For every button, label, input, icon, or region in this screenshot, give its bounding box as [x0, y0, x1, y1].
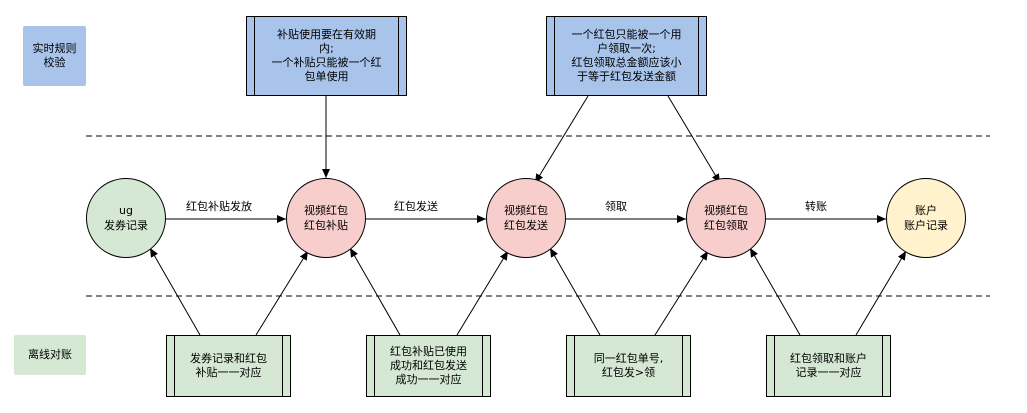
check-box-receive-account: 红包领取和账户 记录一一对应	[766, 335, 891, 397]
check-arrow-3a	[549, 247, 601, 336]
node-red-packet-receive: 视频红包 红包领取	[686, 178, 766, 258]
side-label-realtime: 实时规则 校验	[23, 26, 86, 86]
node-ug-coupon-record: ug 发券记录	[86, 178, 166, 258]
check-arrow-2a	[349, 247, 401, 336]
check-arrow-1b	[255, 250, 309, 336]
check-box-coupon-subsidy: 发券记录和红包 补贴一一对应	[166, 335, 291, 397]
side-label-offline: 离线对账	[14, 335, 86, 375]
rule-arrow-2b	[667, 95, 721, 184]
rule-box-receive: 一个红包只能被一个用 户领取一次; 红包领取总金额应该小 于等于红包发送金额	[546, 16, 707, 96]
rule-box-subsidy: 补贴使用要在有效期 内; 一个补贴只能被一个红 包单使用	[246, 16, 407, 96]
check-arrow-4b	[855, 250, 907, 336]
edge-label-transfer: 转账	[803, 200, 829, 214]
check-arrow-1a	[149, 247, 201, 336]
check-arrow-2b	[456, 250, 509, 336]
edge-label-receive: 领取	[603, 200, 629, 214]
check-arrow-3b	[654, 250, 709, 336]
node-account-record: 账户 账户记录	[886, 178, 966, 258]
node-red-packet-subsidy: 视频红包 红包补贴	[286, 178, 366, 258]
edge-label-subsidy-issue: 红包补贴发放	[184, 200, 254, 214]
check-arrow-4a	[749, 247, 801, 336]
rule-arrow-2a	[534, 95, 589, 184]
node-red-packet-send: 视频红包 红包发送	[486, 178, 566, 258]
edge-label-send: 红包发送	[392, 200, 440, 214]
check-box-send-receive: 同一红包单号, 红包发>领	[566, 335, 691, 397]
check-box-subsidy-send: 红包补贴已使用 成功和红包发送 成功一一对应	[366, 335, 491, 397]
